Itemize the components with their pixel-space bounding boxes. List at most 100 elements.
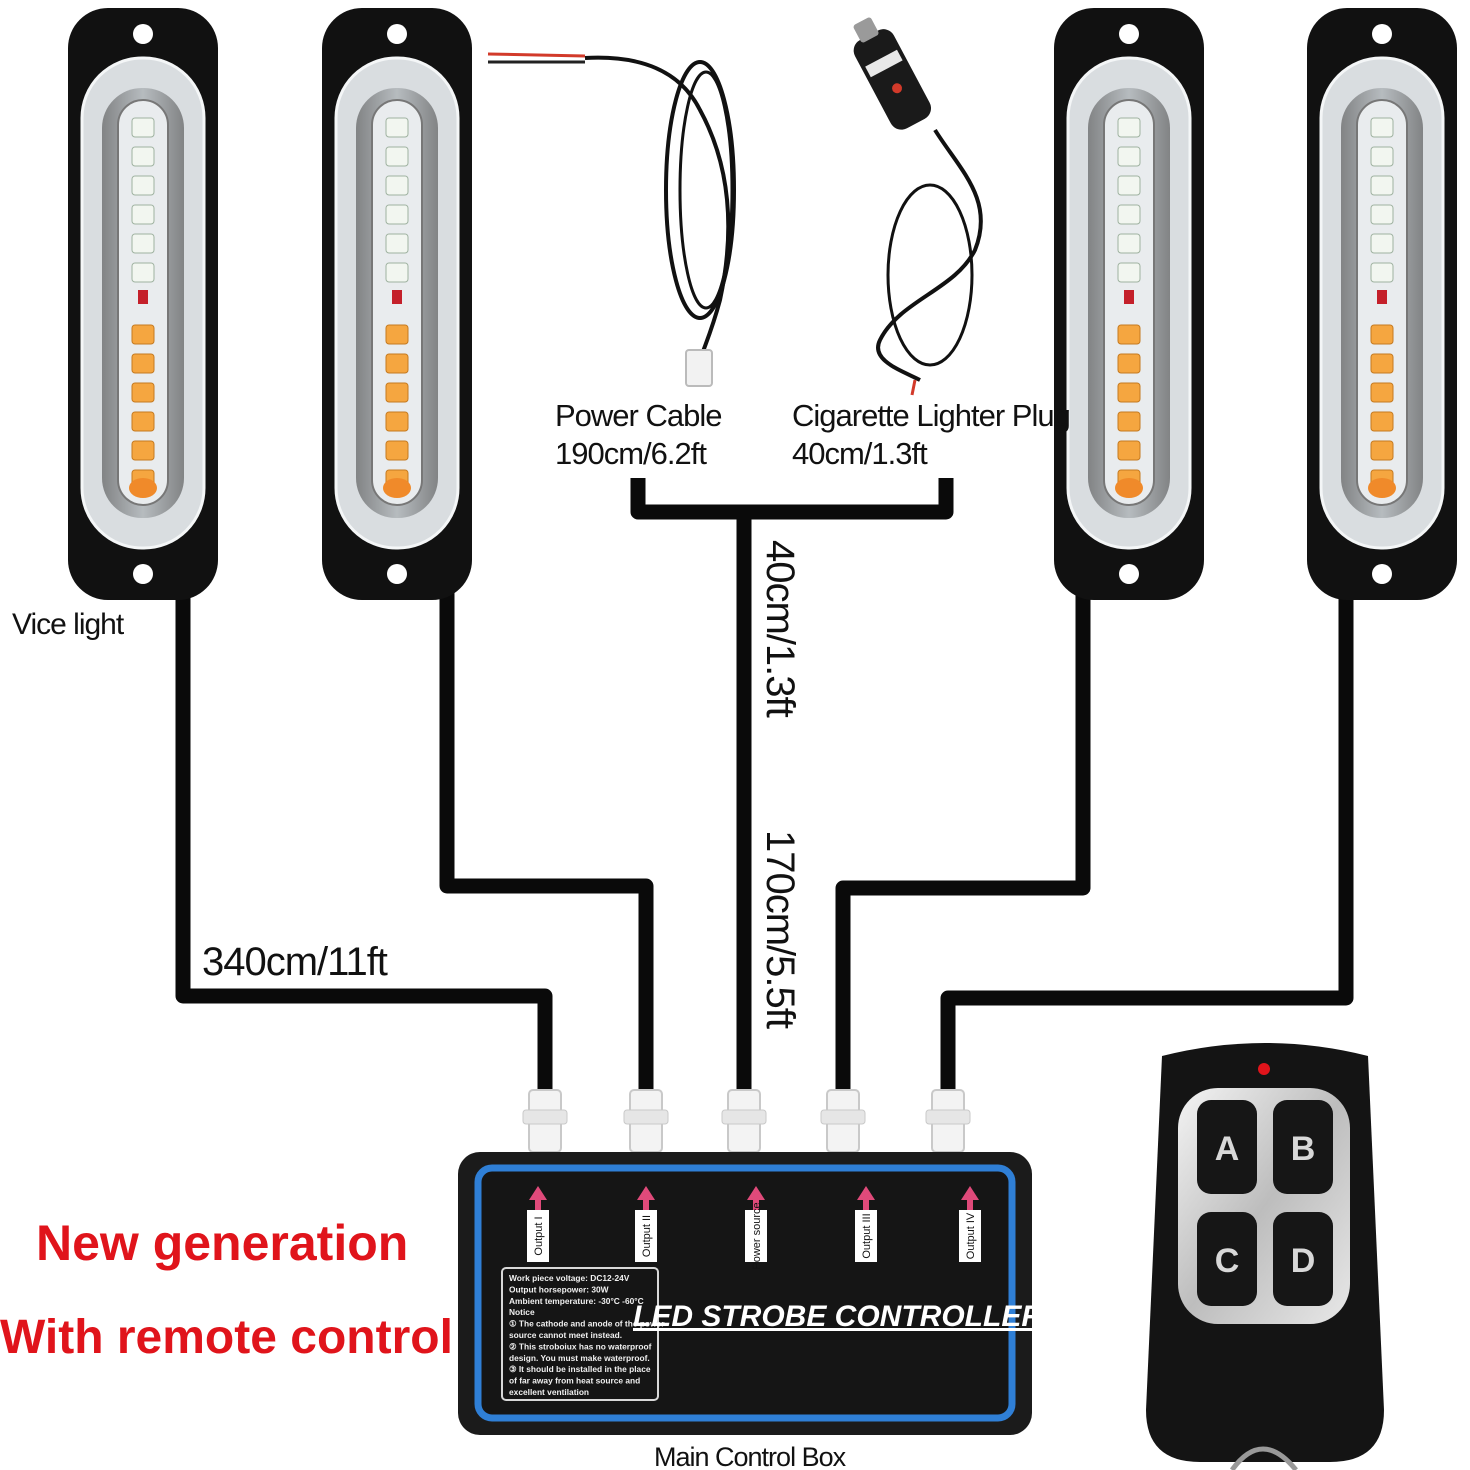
promo-line-1: New generation (36, 1215, 409, 1271)
amber-led (1117, 324, 1141, 345)
white-led (1370, 204, 1394, 225)
amber-led (1370, 440, 1394, 461)
spec-line: excellent ventilation (509, 1387, 589, 1397)
strobe-light-3 (1054, 8, 1204, 600)
white-led (131, 233, 155, 254)
amber-led (385, 411, 409, 432)
spec-line: Work piece voltage: DC12-24V (509, 1273, 630, 1283)
port-plug-5 (925, 1089, 971, 1153)
white-led (1117, 175, 1141, 196)
remote-control: A B C D (1146, 1043, 1384, 1470)
main-box-label: Main Control Box (654, 1442, 846, 1470)
port-label-4: Output III (855, 1186, 877, 1262)
white-led (131, 146, 155, 167)
spec-line: ① The cathode and anode of the power (509, 1319, 665, 1329)
lower-trunk-length-label: 170cm/5.5ft (758, 830, 802, 1029)
white-led (1117, 262, 1141, 283)
vice-light-label: Vice light (12, 608, 124, 641)
spec-line: ② This stroboiux has no waterproof (509, 1341, 652, 1351)
port-label-1: Output I (527, 1186, 549, 1262)
amber-led (1370, 324, 1394, 345)
amber-led (1370, 382, 1394, 403)
white-led (1117, 204, 1141, 225)
white-led (1370, 146, 1394, 167)
white-led (1370, 233, 1394, 254)
power-cable-connector (685, 349, 713, 387)
power-branch-cable (630, 478, 954, 520)
white-led (131, 117, 155, 138)
white-led (131, 262, 155, 283)
white-led (1117, 146, 1141, 167)
amber-led (131, 382, 155, 403)
port-name: Power source (751, 1202, 763, 1269)
spec-line: Ambient temperature: -30°C -60°C (509, 1296, 644, 1306)
remote-button-label: A (1215, 1130, 1240, 1168)
remote-button-a[interactable]: A (1197, 1100, 1257, 1194)
spec-line: of far away from heat source and (509, 1376, 640, 1386)
amber-led (385, 353, 409, 374)
light-cable-length-label: 340cm/11ft (202, 940, 388, 984)
power-cable-length-label: 190cm/6.2ft (555, 436, 707, 471)
strobe-light-4 (1307, 8, 1457, 600)
port-plugs (522, 1089, 971, 1153)
port-plug-4 (820, 1089, 866, 1153)
remote-led (1258, 1063, 1270, 1075)
amber-led (131, 324, 155, 345)
spec-line: ③ It should be installed in the place (509, 1364, 651, 1374)
remote-button-c[interactable]: C (1197, 1212, 1257, 1306)
light-3-cable (835, 590, 1091, 1095)
promo-line-2: With remote control (0, 1311, 453, 1364)
white-led (131, 204, 155, 225)
amber-led (385, 324, 409, 345)
white-led (385, 262, 409, 283)
remote-button-label: B (1291, 1130, 1316, 1168)
port-labels: Output I Output II Power source Output III O… (527, 1186, 981, 1270)
white-led (385, 233, 409, 254)
white-led (1370, 175, 1394, 196)
port-plug-3 (721, 1089, 767, 1153)
amber-led (385, 382, 409, 403)
lighter-plug-length-label: 40cm/1.3ft (792, 436, 928, 471)
port-label-3: Power source (745, 1186, 767, 1270)
amber-led (1370, 411, 1394, 432)
remote-button-b[interactable]: B (1273, 1100, 1333, 1194)
strobe-lights (68, 8, 1457, 600)
light-4-cable (940, 590, 1354, 1095)
white-led (1370, 262, 1394, 283)
port-name: Output II (641, 1215, 653, 1257)
amber-led (1117, 353, 1141, 374)
port-plug-2 (623, 1089, 669, 1153)
port-label-2: Output II (635, 1186, 657, 1262)
power-cable-label: Power Cable (555, 398, 722, 433)
port-name: Output IV (965, 1212, 977, 1259)
amber-led (131, 411, 155, 432)
amber-led (131, 353, 155, 374)
spec-line: source cannot meet instead. (509, 1330, 622, 1340)
cigarette-lighter-plug (853, 17, 983, 396)
spec-line: Notice (509, 1307, 535, 1317)
lighter-plug-label: Cigarette Lighter Plug (792, 398, 1071, 433)
white-led (1370, 117, 1394, 138)
remote-buttons: A B C D (1197, 1100, 1333, 1306)
amber-led (1117, 440, 1141, 461)
white-led (131, 175, 155, 196)
amber-led (385, 440, 409, 461)
strobe-light-2 (322, 8, 472, 600)
amber-led (1117, 382, 1141, 403)
port-label-5: Output IV (959, 1186, 981, 1262)
controller-title: LED STROBE CONTROLLER (633, 1300, 1043, 1333)
white-led (385, 146, 409, 167)
remote-button-label: D (1291, 1242, 1316, 1280)
remote-button-d[interactable]: D (1273, 1212, 1333, 1306)
white-led (385, 175, 409, 196)
amber-led (1370, 353, 1394, 374)
white-led (385, 204, 409, 225)
amber-led (131, 440, 155, 461)
light-1-cable (175, 590, 553, 1095)
remote-button-label: C (1215, 1242, 1240, 1280)
port-name: Output III (861, 1213, 873, 1258)
white-led (1117, 117, 1141, 138)
light-2-cable (439, 590, 654, 1095)
